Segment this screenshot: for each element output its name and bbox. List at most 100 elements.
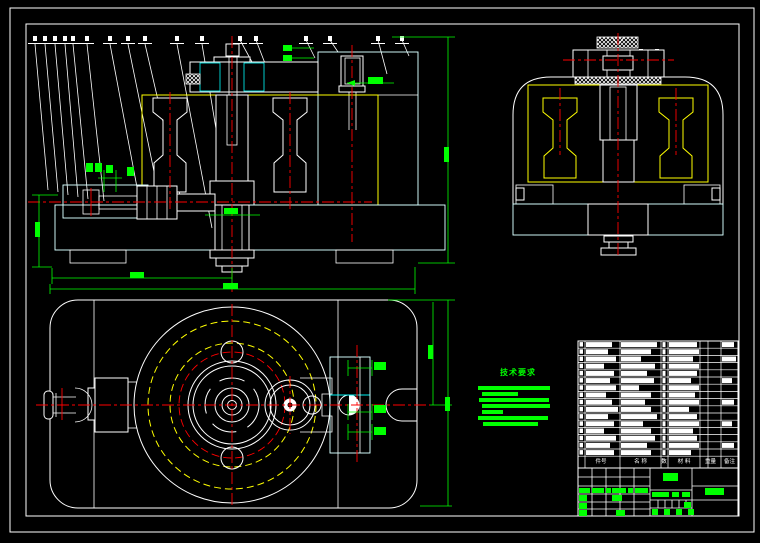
balloon-number: [126, 36, 130, 41]
bom-name-text: [621, 435, 655, 441]
bom-qty-text: [662, 421, 666, 427]
dimension-text: [95, 163, 102, 172]
title-block-text: [688, 509, 694, 515]
pin-shaft: [98, 195, 138, 210]
bom-code-text: [586, 370, 614, 376]
dimension-text: [374, 405, 386, 413]
balloon-labels: [28, 36, 664, 57]
bom-item-no: [579, 435, 583, 441]
leader-line: [54, 43, 69, 196]
bom-qty-text: [662, 435, 666, 441]
title-block-text: [684, 502, 691, 508]
plan-centerlines: [36, 304, 430, 506]
balloon-number: [143, 36, 147, 41]
title-block-grid: [577, 467, 739, 517]
bom-item-no: [579, 392, 583, 397]
dimension-text: [374, 362, 386, 370]
stud-head: [225, 43, 240, 57]
bom-remark-text: [722, 378, 732, 384]
bom-item-no: [579, 406, 583, 412]
bom-code-text: [586, 421, 614, 427]
dimension-text: [444, 147, 449, 162]
bom-item-no: [579, 450, 583, 455]
front-centerlines: [28, 36, 372, 292]
title-block-text: [579, 503, 587, 509]
bom-name-text: [621, 428, 651, 434]
leader-line: [305, 39, 316, 59]
title-block-text: [579, 488, 590, 493]
title-block-text: [672, 492, 679, 497]
bom-material-text: [669, 450, 691, 456]
title-block-text: [579, 510, 587, 516]
bom-material-text: [669, 421, 699, 427]
bom-qty-text: [662, 356, 666, 362]
washer-stack: [603, 235, 634, 243]
dimension-text: [445, 397, 450, 411]
bom-code-text: [586, 435, 616, 441]
bom-item-no: [579, 349, 583, 354]
bom-code-text: [586, 428, 604, 434]
leader-line: [34, 43, 49, 191]
bom-name-text: [621, 363, 655, 369]
bom-item-no: [579, 370, 583, 376]
bom-material-text: [669, 442, 699, 448]
bom-item-no: [579, 442, 583, 448]
bom-name-text: [621, 392, 651, 398]
leader-line: [64, 43, 79, 198]
bom-name-text: [621, 406, 651, 412]
bom-material-text: [669, 363, 699, 369]
bom-name-text: [621, 442, 647, 448]
dimension-text: [374, 427, 386, 435]
bom-item-no: [579, 363, 583, 369]
bom-item-no: [579, 385, 583, 390]
dimension-text: [283, 45, 292, 51]
balloon-number: [376, 36, 380, 41]
balloon-number: [85, 36, 89, 41]
base-foot: [69, 249, 127, 264]
bom-item-no: [579, 414, 583, 419]
bom-code-text: [586, 356, 616, 362]
leader-line: [109, 43, 140, 199]
bom-remark-text: [722, 399, 734, 405]
dimension-text: [106, 165, 113, 173]
leader-line: [72, 43, 89, 200]
balloon-number: [328, 36, 332, 41]
title-block-text: [664, 509, 670, 515]
title-block-text: [628, 488, 633, 493]
leader-line: [44, 43, 59, 193]
bom-code-text: [586, 414, 608, 420]
bom-name-text: [621, 385, 639, 391]
leader-line: [377, 39, 388, 75]
title-block-text: [612, 488, 626, 493]
balloon-number: [108, 36, 112, 41]
balloon-number: [53, 36, 57, 41]
bom-qty-text: [662, 450, 666, 456]
title-block-text: [652, 509, 658, 515]
plan-view: [36, 299, 430, 509]
right-clamp-block: [317, 51, 419, 206]
balloon-number: [71, 36, 75, 41]
bom-qty-text: [662, 428, 666, 434]
dimension-text: [86, 163, 93, 172]
bom-qty-text: [662, 392, 666, 398]
bom-remark-text: [722, 342, 734, 348]
bom-name-text: [621, 356, 641, 362]
sheet-border: [9, 7, 755, 533]
knurled-nut: [185, 73, 201, 85]
side-section-view: [512, 33, 724, 258]
bom-qty-text: [662, 442, 666, 448]
title-block-text: [616, 510, 625, 516]
dimension-text: [35, 222, 40, 237]
bom-code-text: [586, 342, 612, 348]
title-block-text: [592, 488, 604, 493]
knurled-knob: [596, 36, 639, 49]
bom-qty-text: [662, 363, 666, 369]
bom-material-text: [669, 349, 699, 355]
bom-qty-text: [662, 349, 666, 355]
dimension-lines: [32, 36, 455, 507]
bom-qty-text: [662, 378, 666, 384]
bom-item-no: [579, 356, 583, 361]
dimension-text: [130, 272, 144, 278]
bom-name-text: [621, 421, 643, 427]
